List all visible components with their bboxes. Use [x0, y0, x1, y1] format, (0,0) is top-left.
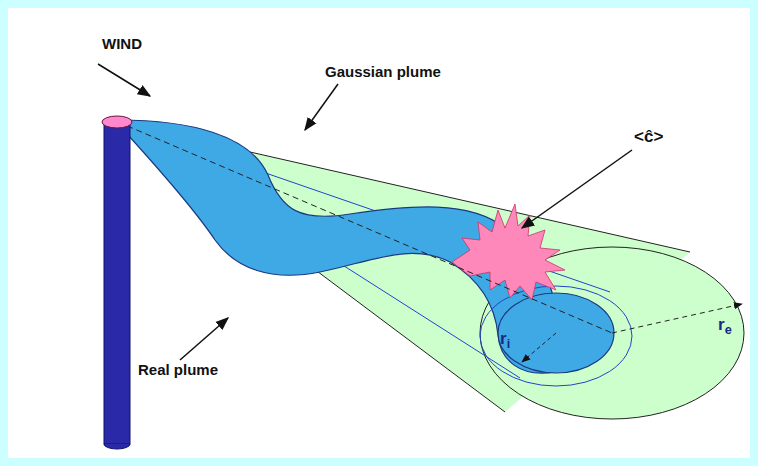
white-ground	[8, 8, 750, 458]
radius-ri	[522, 333, 556, 362]
real-plume-section	[498, 293, 614, 373]
radius-label: re	[718, 316, 732, 337]
leader-line	[522, 150, 632, 228]
stack	[104, 122, 130, 444]
stack-base	[104, 444, 130, 449]
leader-line	[305, 84, 338, 130]
centre-line	[118, 122, 612, 333]
plume-label: Gaussian plume	[325, 64, 441, 81]
leader-line	[180, 318, 228, 360]
stack-top	[102, 116, 132, 128]
plume-label: Real plume	[138, 362, 218, 379]
concentration-spikes	[452, 204, 565, 300]
wind-arrow	[98, 64, 150, 96]
wind-label: WIND	[102, 36, 142, 53]
concentration-label: <ĉ>	[634, 128, 663, 147]
radius-re	[612, 304, 742, 333]
envelope-section	[480, 286, 632, 386]
radius-label: ri	[500, 330, 510, 351]
